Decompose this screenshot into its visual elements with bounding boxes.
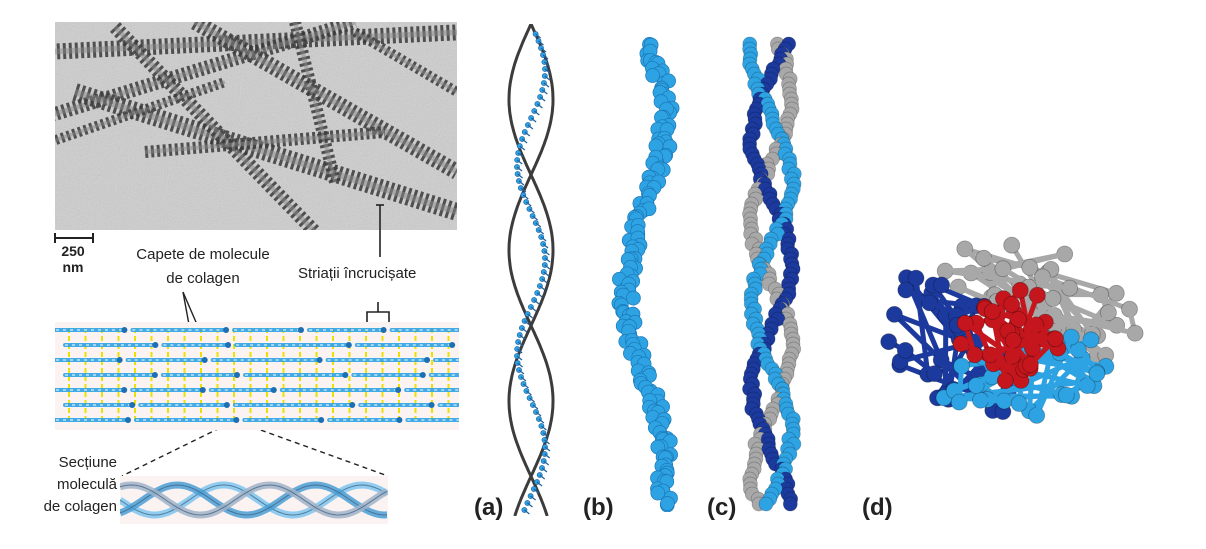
triple-helix-end-view xyxy=(880,236,1144,424)
label-cross-striations: Striații încrucișate xyxy=(298,265,417,282)
label-section-line2: moleculă xyxy=(56,476,117,493)
panel-label-d: (d) xyxy=(862,494,893,521)
fibril-schematic xyxy=(55,322,459,430)
scale-bar-unit: nm xyxy=(62,259,84,275)
scale-bar xyxy=(54,233,94,243)
label-section: Secțiune moleculă de colagen xyxy=(0,452,117,518)
panel-label-a: (a) xyxy=(474,494,504,521)
label-section-line1: Secțiune xyxy=(58,454,117,471)
collagen-micrograph xyxy=(55,22,457,230)
label-molecule-heads-line1: Capete de molecule xyxy=(136,246,270,263)
helix-ribbon-model xyxy=(507,24,555,516)
scale-bar-value: 250 xyxy=(61,243,85,259)
label-section-line3: de colagen xyxy=(43,498,117,515)
chain-spacefill-model xyxy=(611,37,680,512)
triple-helix-spacefill-model xyxy=(742,36,802,512)
panel-label-b: (b) xyxy=(583,494,614,521)
molecule-section-helix xyxy=(120,476,388,524)
label-molecule-heads-line2: de colagen xyxy=(166,270,240,287)
panel-label-c: (c) xyxy=(707,494,737,521)
label-molecule-heads: Capete de molecule de colagen xyxy=(108,245,298,288)
